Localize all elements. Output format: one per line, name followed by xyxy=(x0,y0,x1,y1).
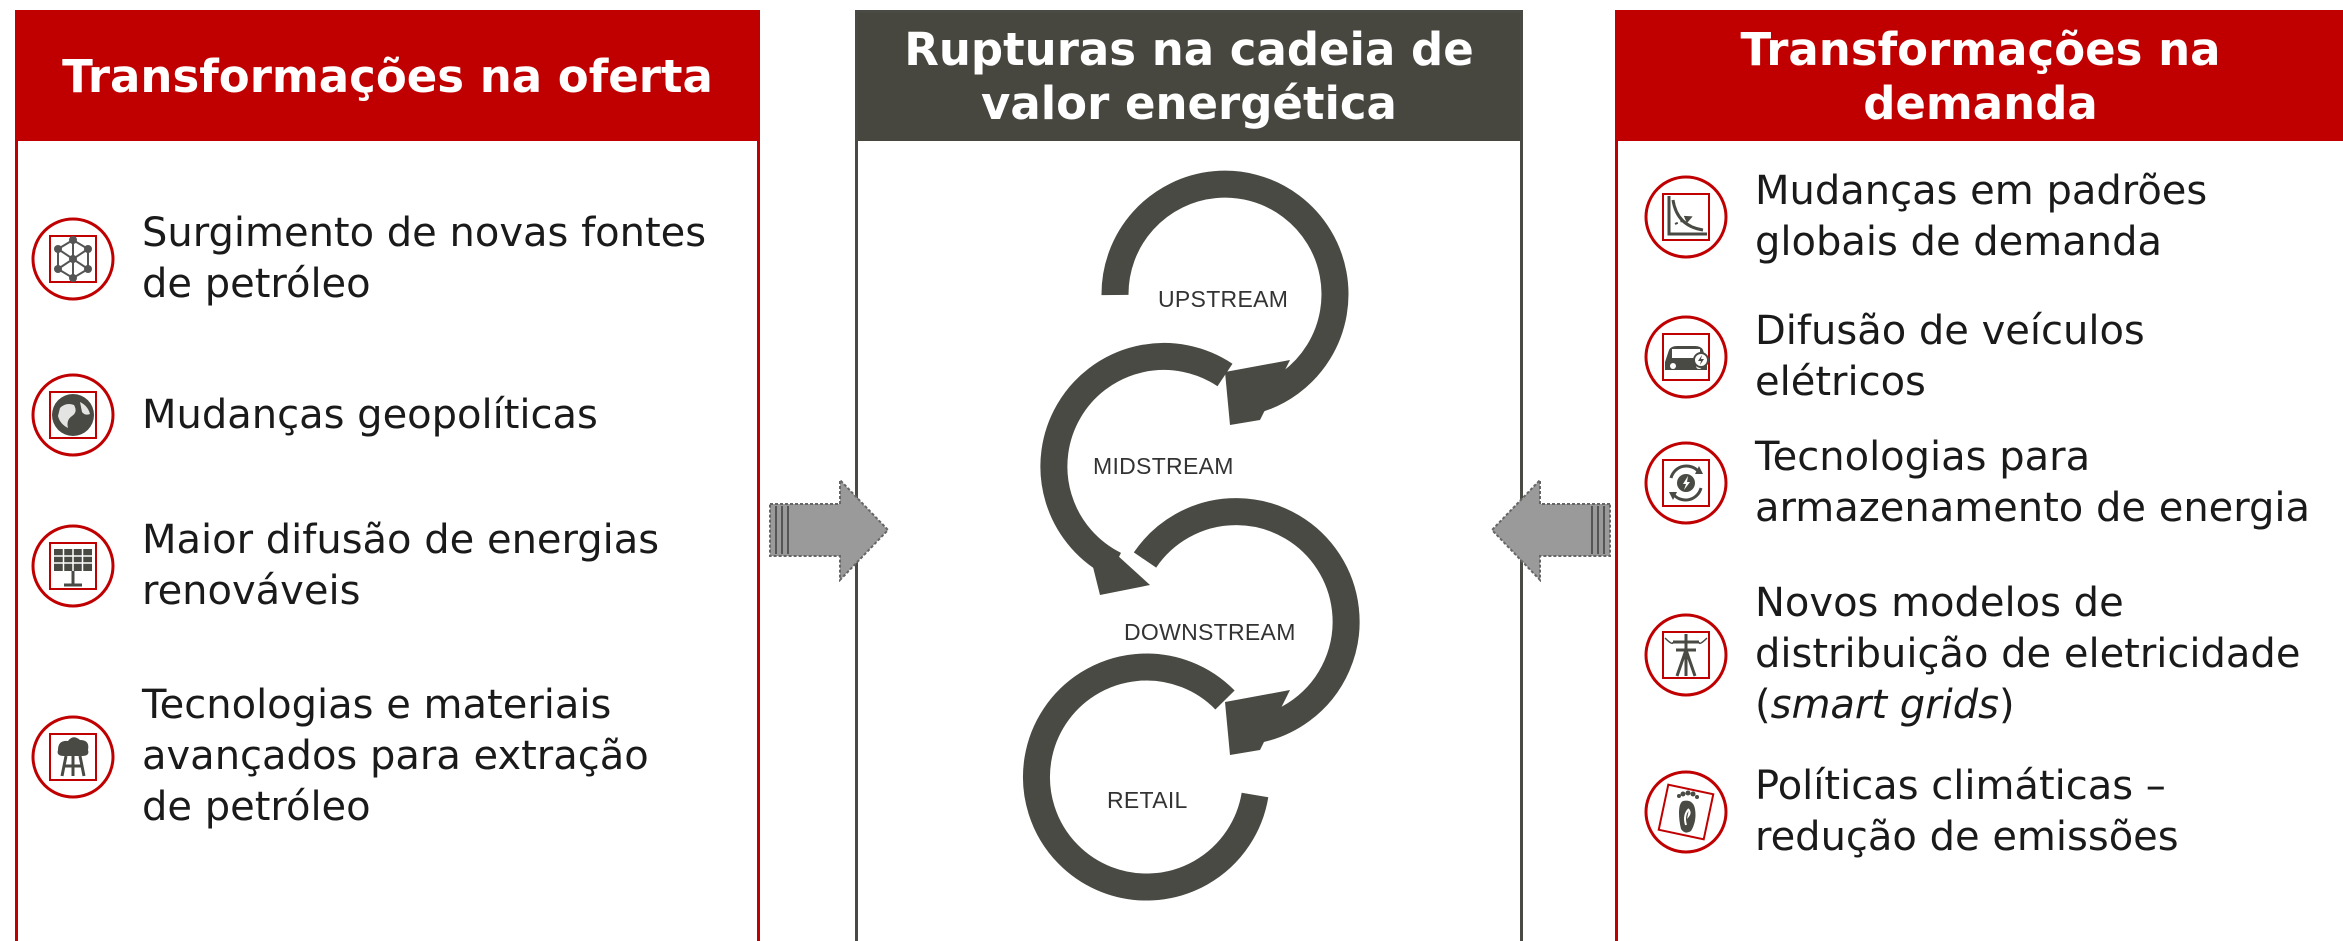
demand-item-energy-storage: Tecnologias para armazenamento de energi… xyxy=(1643,432,2333,534)
stage-upstream-label: UPSTREAM xyxy=(1158,286,1289,312)
supply-panel: Transformações na oferta xyxy=(15,10,760,941)
electric-car-icon xyxy=(1643,314,1729,400)
stage-midstream-label: MIDSTREAM xyxy=(1093,453,1234,479)
hexagon-network-icon xyxy=(30,216,116,302)
demand-item-climate-policies: Políticas climáticas – redução de emissõ… xyxy=(1643,761,2333,863)
demand-curve-icon xyxy=(1643,174,1729,260)
solar-panel-icon xyxy=(30,523,116,609)
smart-grids-text-start: Novos modelos de distribuição de eletric… xyxy=(1755,580,2301,728)
value-chain-panel-title: Rupturas na cadeia de valor energética xyxy=(858,13,1520,141)
smart-grids-italic-text: smart grids xyxy=(1770,682,1999,728)
supply-item-text: Mudanças geopolíticas xyxy=(142,391,598,438)
drilling-rig-icon xyxy=(30,714,116,800)
supply-item-text: Tecnologias e materiais avançados para e… xyxy=(142,682,649,830)
footprint-icon xyxy=(1643,769,1729,855)
energy-storage-icon xyxy=(1643,440,1729,526)
demand-item-global-patterns: Mudanças em padrões globais de demanda xyxy=(1643,166,2333,268)
demand-item-text: Novos modelos de distribuição de eletric… xyxy=(1755,578,2315,731)
demand-item-text: Difusão de veículos elétricos xyxy=(1755,308,2145,405)
supply-item-text: Surgimento de novas fontes de petróleo xyxy=(142,210,707,307)
supply-to-chain-arrow xyxy=(769,478,890,582)
supply-item-extraction-tech: Tecnologias e materiais avançados para e… xyxy=(30,680,750,833)
power-pole-icon xyxy=(1643,612,1729,698)
demand-item-electric-vehicles: Difusão de veículos elétricos xyxy=(1643,306,2333,408)
supply-item-text: Maior difusão de energias renováveis xyxy=(142,517,660,614)
demand-panel-title: Transformações na demanda xyxy=(1618,13,2343,141)
smart-grids-text-end: ) xyxy=(1998,682,2015,728)
demand-item-smart-grids: Novos modelos de distribuição de eletric… xyxy=(1643,578,2333,731)
supply-item-geopolitics: Mudanças geopolíticas xyxy=(30,372,750,458)
stage-downstream-label: DOWNSTREAM xyxy=(1124,619,1296,645)
demand-item-text: Mudanças em padrões globais de demanda xyxy=(1755,168,2208,265)
globe-icon xyxy=(30,372,116,458)
demand-item-text: Tecnologias para armazenamento de energi… xyxy=(1755,434,2311,531)
supply-item-new-sources: Surgimento de novas fontes de petróleo xyxy=(30,208,750,310)
demand-to-chain-arrow xyxy=(1490,478,1611,582)
demand-panel: Transformações na demanda xyxy=(1615,10,2343,941)
supply-item-renewables: Maior difusão de energias renováveis xyxy=(30,515,750,617)
supply-panel-title: Transformações na oferta xyxy=(18,13,757,141)
stage-retail-label: RETAIL xyxy=(1107,787,1188,813)
demand-item-text: Políticas climáticas – redução de emissõ… xyxy=(1755,763,2179,860)
